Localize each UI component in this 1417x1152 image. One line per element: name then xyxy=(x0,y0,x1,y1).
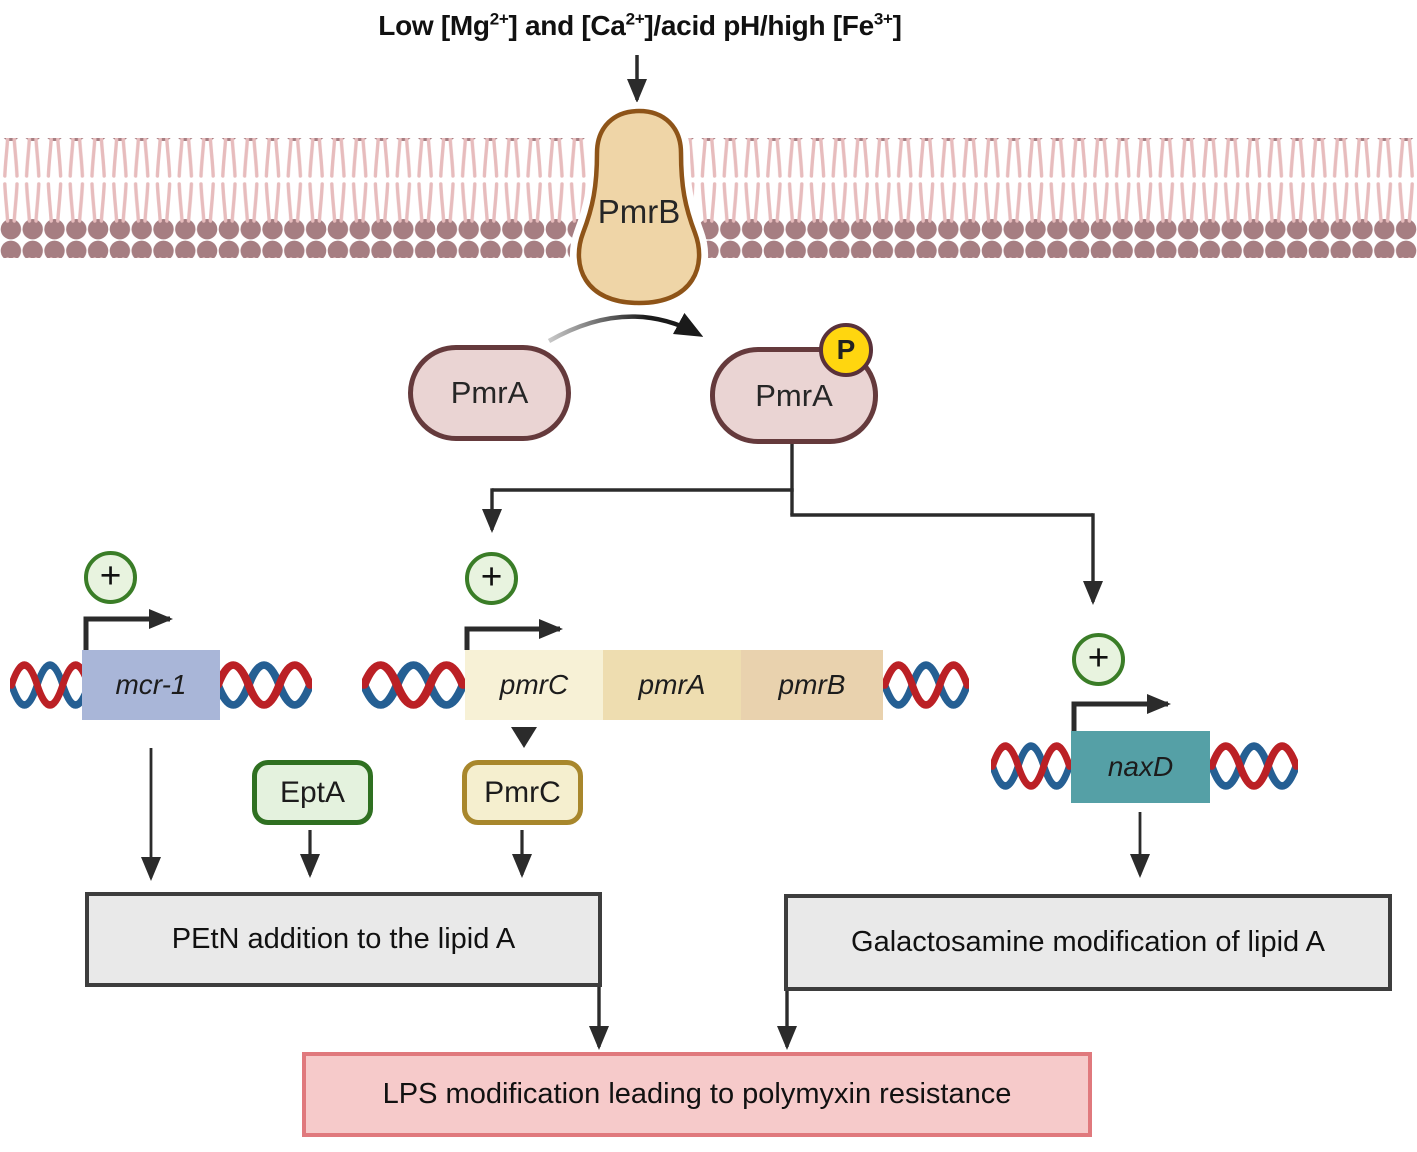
promoter-arrow-icon xyxy=(464,619,563,650)
pmrcab-locus-graphics xyxy=(300,619,968,878)
superscript: 2+ xyxy=(489,9,509,29)
dna-helix-icon xyxy=(218,665,310,705)
phosphate-badge: P xyxy=(819,323,873,377)
gene-naxd-label: naxD xyxy=(1107,751,1174,782)
phosphotransfer-arrow-icon xyxy=(547,312,704,343)
outcome-final-box: LPS modification leading to polymyxin re… xyxy=(302,1052,1092,1137)
protein-epta-label: EptA xyxy=(279,775,346,809)
dna-helix-icon xyxy=(993,746,1070,786)
outcome-galactosamine-box: Galactosamine modification of lipid A xyxy=(784,894,1392,991)
outcome-petn-label: PEtN addition to the lipid A xyxy=(171,923,516,955)
stimulus-text: Low [Mg2+] and [Ca2+]/acid pH/high [Fe3+… xyxy=(240,6,1040,46)
final-arrows xyxy=(589,986,797,1050)
protein-pmrc-box: PmrC xyxy=(462,760,583,825)
activation-plus-icon-pmrcab: + xyxy=(465,552,518,605)
stimulus-part: ]/acid pH/high [Fe xyxy=(644,10,874,41)
translation-triangle-icon xyxy=(511,727,537,748)
mcr1-locus-graphics xyxy=(12,609,310,881)
stimulus-part: ] xyxy=(892,10,902,41)
signal-branch-lines xyxy=(482,444,1103,605)
pmra-inactive-label: PmrA xyxy=(450,375,529,410)
stimulus-part: Low [Mg xyxy=(378,10,490,41)
promoter-arrow-icon xyxy=(83,609,173,650)
outcome-galactosamine-label: Galactosamine modification of lipid A xyxy=(851,926,1325,958)
activation-plus-icon-naxd: + xyxy=(1072,633,1125,686)
dna-helix-icon xyxy=(364,665,463,705)
gene-pmra-box: pmrA xyxy=(603,650,741,720)
dna-helix-icon xyxy=(12,665,89,705)
outcome-petn-box: PEtN addition to the lipid A xyxy=(85,892,602,987)
gene-pmrb-box: pmrB xyxy=(741,650,883,720)
lipid-bilayer xyxy=(0,138,1417,258)
naxd-locus-graphics xyxy=(993,694,1297,878)
gene-naxd-box: naxD xyxy=(1071,731,1210,803)
gene-pmrc-label: pmrC xyxy=(499,669,569,700)
gene-mcr1-box: mcr-1 xyxy=(82,650,220,720)
pmrb-sensor-shape xyxy=(569,101,709,313)
superscript: 3+ xyxy=(873,9,893,29)
superscript: 2+ xyxy=(625,9,645,29)
gene-mcr1-label: mcr-1 xyxy=(115,669,187,700)
dna-helix-icon xyxy=(1212,746,1296,786)
pmra-inactive-box: PmrA xyxy=(408,345,571,441)
gene-pmrb-label: pmrB xyxy=(778,669,846,700)
activation-plus-icon-mcr1: + xyxy=(84,551,137,604)
gene-pmra-label: pmrA xyxy=(638,669,706,700)
outcome-final-label: LPS modification leading to polymyxin re… xyxy=(382,1078,1012,1110)
pmra-phosphorylated-label: PmrA xyxy=(755,377,833,413)
promoter-arrow-icon xyxy=(1071,694,1171,731)
dna-helix-icon xyxy=(885,665,968,705)
protein-epta-box: EptA xyxy=(252,760,373,825)
pmrb-label: PmrB xyxy=(597,193,681,230)
protein-pmrc-label: PmrC xyxy=(484,775,561,809)
gene-pmrc-box: pmrC xyxy=(465,650,603,720)
stimulus-part: ] and [Ca xyxy=(508,10,626,41)
